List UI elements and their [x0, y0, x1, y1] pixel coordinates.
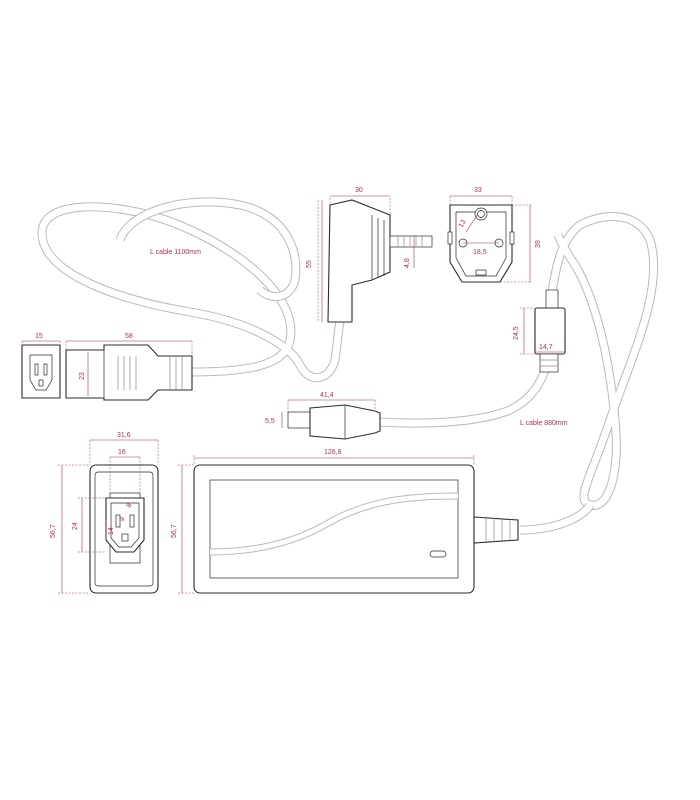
schuko-plug-front-icon: 33 39 13 18,5 — [447, 187, 542, 283]
dim-plug-front-pins: 18,5 — [473, 249, 487, 256]
dim-plug-front-height: 39 — [535, 240, 542, 248]
ferrite-bead-icon: 24,5 14,7 — [513, 289, 566, 373]
dim-psu-inlet-w: 14 — [108, 527, 115, 535]
dim-psu-height: 56,7 — [171, 524, 178, 538]
dim-dc-plug-length: 41,4 — [320, 392, 334, 399]
iec-cable-end-side-icon: 58 23 — [65, 333, 193, 401]
dim-ferrite-height: 24,5 — [513, 326, 520, 340]
dim-plug-front-width: 33 — [474, 187, 482, 194]
dim-psu-end-height: 56,7 — [50, 524, 57, 538]
dc-barrel-plug-icon: 41,4 5,5 — [265, 392, 381, 440]
dim-psu-inlet-h2: 9 — [119, 516, 127, 523]
power-adapter-icon: 126,8 56,7 — [171, 449, 519, 594]
dim-psu-end-inner-width: 16 — [118, 449, 126, 456]
dim-iec-cable-end-length: 58 — [125, 333, 133, 340]
cable-length-out-label: L cable 880mm — [520, 420, 568, 427]
iec-socket-front-icon: 15 — [21, 333, 61, 399]
dim-psu-end-width: 31,6 — [117, 432, 131, 439]
dim-plug-pin: 4,8 — [404, 258, 411, 268]
dim-plug-side-width: 30 — [355, 187, 363, 194]
cable-length-in-label: L cable 1100mm — [150, 249, 201, 256]
output-cable: L cable 880mm — [379, 212, 659, 535]
dim-ferrite-width: 14,7 — [539, 344, 553, 351]
dim-plug-front-ground: 13 — [458, 219, 468, 229]
dim-psu-end-inlet-height: 24 — [72, 522, 79, 530]
schuko-plug-side-icon: 30 55 4,8 — [306, 187, 433, 323]
input-cable: L cable 1100mm — [37, 197, 345, 382]
psu-end-view-icon: 31,6 16 56,7 24 14 8 9 — [50, 432, 159, 594]
dim-dc-plug-diameter: 5,5 — [265, 418, 275, 425]
dim-psu-length: 126,8 — [324, 449, 342, 456]
dim-psu-inlet-h1: 8 — [126, 502, 134, 509]
dim-plug-side-height: 55 — [306, 260, 313, 268]
dim-iec-cable-end-height: 23 — [79, 372, 86, 380]
dim-iec-socket-width: 15 — [35, 333, 43, 340]
